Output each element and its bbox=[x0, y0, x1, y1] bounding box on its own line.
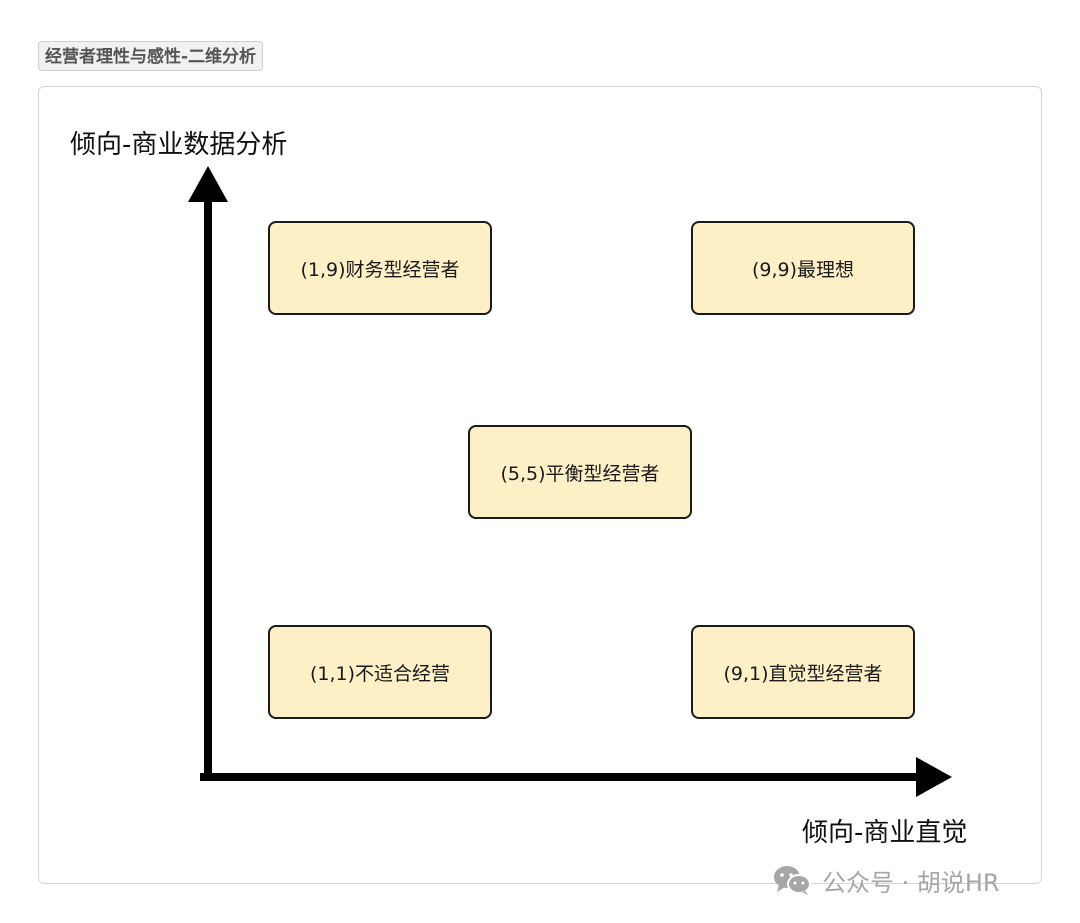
box-financial-type: (1,9)财务型经营者 bbox=[268, 221, 492, 315]
box-unsuitable: (1,1)不适合经营 bbox=[268, 625, 492, 719]
box-ideal: (9,9)最理想 bbox=[691, 221, 915, 315]
title-tag: 经营者理性与感性-二维分析 bbox=[38, 41, 264, 71]
watermark: 公众号 · 胡说HR bbox=[772, 862, 1000, 898]
y-axis-label: 倾向-商业数据分析 bbox=[70, 130, 288, 160]
watermark-text: 公众号 · 胡说HR bbox=[822, 868, 1000, 897]
box-intuitive-type: (9,1)直觉型经营者 bbox=[691, 625, 915, 719]
x-axis-arrow bbox=[916, 757, 952, 797]
box-balanced-type: (5,5)平衡型经营者 bbox=[468, 425, 692, 519]
x-axis-label: 倾向-商业直觉 bbox=[802, 818, 968, 848]
y-axis-arrow bbox=[188, 166, 228, 202]
wechat-icon bbox=[774, 866, 811, 895]
